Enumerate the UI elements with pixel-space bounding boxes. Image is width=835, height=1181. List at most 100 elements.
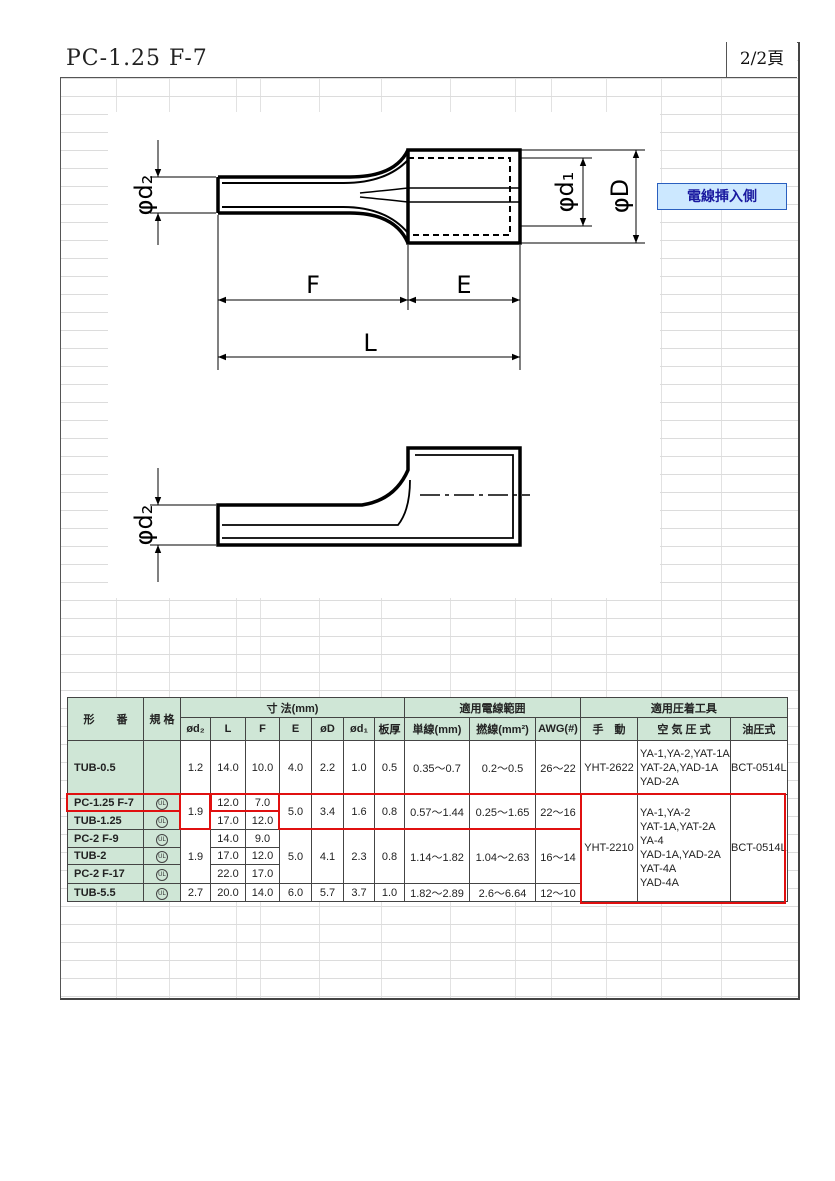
model-cell: TUB-5.5 [67, 883, 144, 902]
L-cell: 17.0 [210, 811, 246, 830]
header-D: øD [311, 717, 344, 741]
header-wire-range: 適用電線範囲 [404, 697, 581, 718]
table-row: TUB-1.25 UL 17.0 12.0 [67, 811, 788, 830]
stranded-cell: 0.25〜1.65 [469, 794, 536, 830]
thickness-cell: 0.8 [374, 794, 405, 830]
spec-table: 形 番 規 格 寸 法(mm) 適用電線範囲 適用圧着工具 ød₂ L F E … [67, 697, 788, 902]
ul-mark-icon: UL [156, 851, 168, 863]
header-solid: 単線(mm) [404, 717, 470, 741]
standard-cell: UL [143, 847, 181, 865]
dim-label-d2-side: φd₂ [130, 505, 158, 546]
header-L: L [210, 717, 246, 741]
awg-cell: 26〜22 [535, 740, 581, 795]
F-cell: 17.0 [245, 864, 280, 884]
L-cell: 14.0 [210, 740, 246, 795]
header-model: 形 番 [67, 697, 144, 741]
d2-cell: 1.9 [180, 794, 211, 830]
E-cell: 5.0 [279, 794, 312, 830]
hydraulic-tool-cell: BCT-0514L [730, 794, 788, 902]
header-tools: 適用圧着工具 [580, 697, 788, 718]
dim-label-F: F [306, 271, 320, 299]
standard-cell: UL [143, 811, 181, 830]
D-cell: 3.4 [311, 794, 344, 830]
E-cell: 5.0 [279, 829, 312, 884]
page-title: PC-1.25 F-7 [66, 46, 208, 71]
d1-cell: 3.7 [343, 883, 375, 902]
E-cell: 4.0 [279, 740, 312, 795]
header-E: E [279, 717, 312, 741]
model-cell: PC-2 F-17 [67, 864, 144, 884]
model-cell: TUB-1.25 [67, 811, 144, 830]
stranded-cell: 0.2〜0.5 [469, 740, 536, 795]
side-view [150, 446, 530, 582]
awg-cell: 16〜14 [535, 829, 581, 884]
model-cell: TUB-0.5 [67, 740, 144, 795]
header-hydraulic: 油圧式 [730, 717, 788, 741]
ul-mark-icon: UL [156, 798, 168, 810]
d2-cell: 1.2 [180, 740, 211, 795]
header-manual: 手 動 [580, 717, 638, 741]
header-dimensions: 寸 法(mm) [180, 697, 405, 718]
L-cell: 20.0 [210, 883, 246, 902]
pneumatic-tool-cell: YA-1,YA-2,YAT-1A YAT-2A,YAD-1A YAD-2A [637, 740, 731, 795]
D-cell: 4.1 [311, 829, 344, 884]
thickness-cell: 0.8 [374, 829, 405, 884]
tool-line: YAT-1A,YAT-2A [640, 821, 716, 833]
header-pneumatic: 空 気 圧 式 [637, 717, 731, 741]
tool-line: YAD-2A [640, 775, 679, 788]
tool-line: YAD-1A,YAD-2A [640, 849, 721, 861]
ul-mark-icon: UL [156, 869, 168, 881]
awg-cell: 12〜10 [535, 883, 581, 902]
pneumatic-tool-cell: YA-1,YA-2 YAT-1A,YAT-2A YA-4 YAD-1A,YAD-… [637, 794, 731, 902]
header-F: F [245, 717, 280, 741]
standard-cell: UL [143, 794, 181, 812]
stranded-cell: 2.6〜6.64 [469, 883, 536, 902]
F-cell: 9.0 [245, 829, 280, 848]
title-bar: PC-1.25 F-7 2/2頁 [60, 42, 797, 78]
insert-side-label: 電線挿入側 [657, 183, 787, 210]
manual-tool-cell: YHT-2622 [580, 740, 638, 795]
F-cell: 12.0 [245, 847, 280, 865]
F-cell: 14.0 [245, 883, 280, 902]
header-awg: AWG(#) [535, 717, 581, 741]
manual-tool-cell: YHT-2210 [580, 794, 638, 902]
header-stranded: 撚線(mm²) [469, 717, 536, 741]
tool-line: YA-1,YA-2,YAT-1A [640, 747, 730, 760]
d2-cell: 2.7 [180, 883, 211, 902]
d1-cell: 1.6 [343, 794, 375, 830]
d1-cell: 1.0 [343, 740, 375, 795]
tool-line: YAT-4A [640, 863, 677, 875]
solid-cell: 1.14〜1.82 [404, 829, 470, 884]
dim-label-d1: φd₁ [551, 172, 579, 213]
solid-cell: 0.35〜0.7 [404, 740, 470, 795]
header-d2: ød₂ [180, 717, 211, 741]
thickness-cell: 0.5 [374, 740, 405, 795]
awg-cell: 22〜16 [535, 794, 581, 830]
F-cell: 7.0 [245, 794, 280, 812]
header-d1: ød₁ [343, 717, 375, 741]
top-view [150, 140, 645, 370]
thickness-cell: 1.0 [374, 883, 405, 902]
L-cell: 14.0 [210, 829, 246, 848]
table-row: PC-1.25 F-7 UL 1.9 12.0 7.0 5.0 3.4 1.6 … [67, 794, 788, 902]
page-number: 2/2頁 [726, 42, 797, 77]
standard-cell [143, 740, 181, 795]
dim-label-D: φD [606, 179, 634, 213]
drawing-area [108, 112, 660, 598]
table-row: TUB-2 UL 17.0 12.0 [67, 847, 788, 865]
D-cell: 2.2 [311, 740, 344, 795]
standard-cell: UL [143, 883, 181, 902]
tool-line: YAT-2A,YAD-1A [640, 761, 719, 774]
L-cell: 12.0 [210, 794, 246, 812]
model-cell: PC-2 F-9 [67, 829, 144, 848]
table-row: TUB-0.5 1.2 14.0 10.0 4.0 2.2 1.0 0.5 0.… [67, 740, 788, 795]
standard-cell: UL [143, 864, 181, 884]
d2-cell: 1.9 [180, 829, 211, 884]
ul-mark-icon: UL [156, 833, 168, 846]
dim-label-d2: φd₂ [130, 175, 158, 216]
solid-cell: 1.82〜2.89 [404, 883, 470, 902]
ul-mark-icon: UL [156, 815, 168, 828]
header-standard: 規 格 [143, 697, 181, 741]
model-cell: PC-1.25 F-7 [67, 794, 144, 812]
